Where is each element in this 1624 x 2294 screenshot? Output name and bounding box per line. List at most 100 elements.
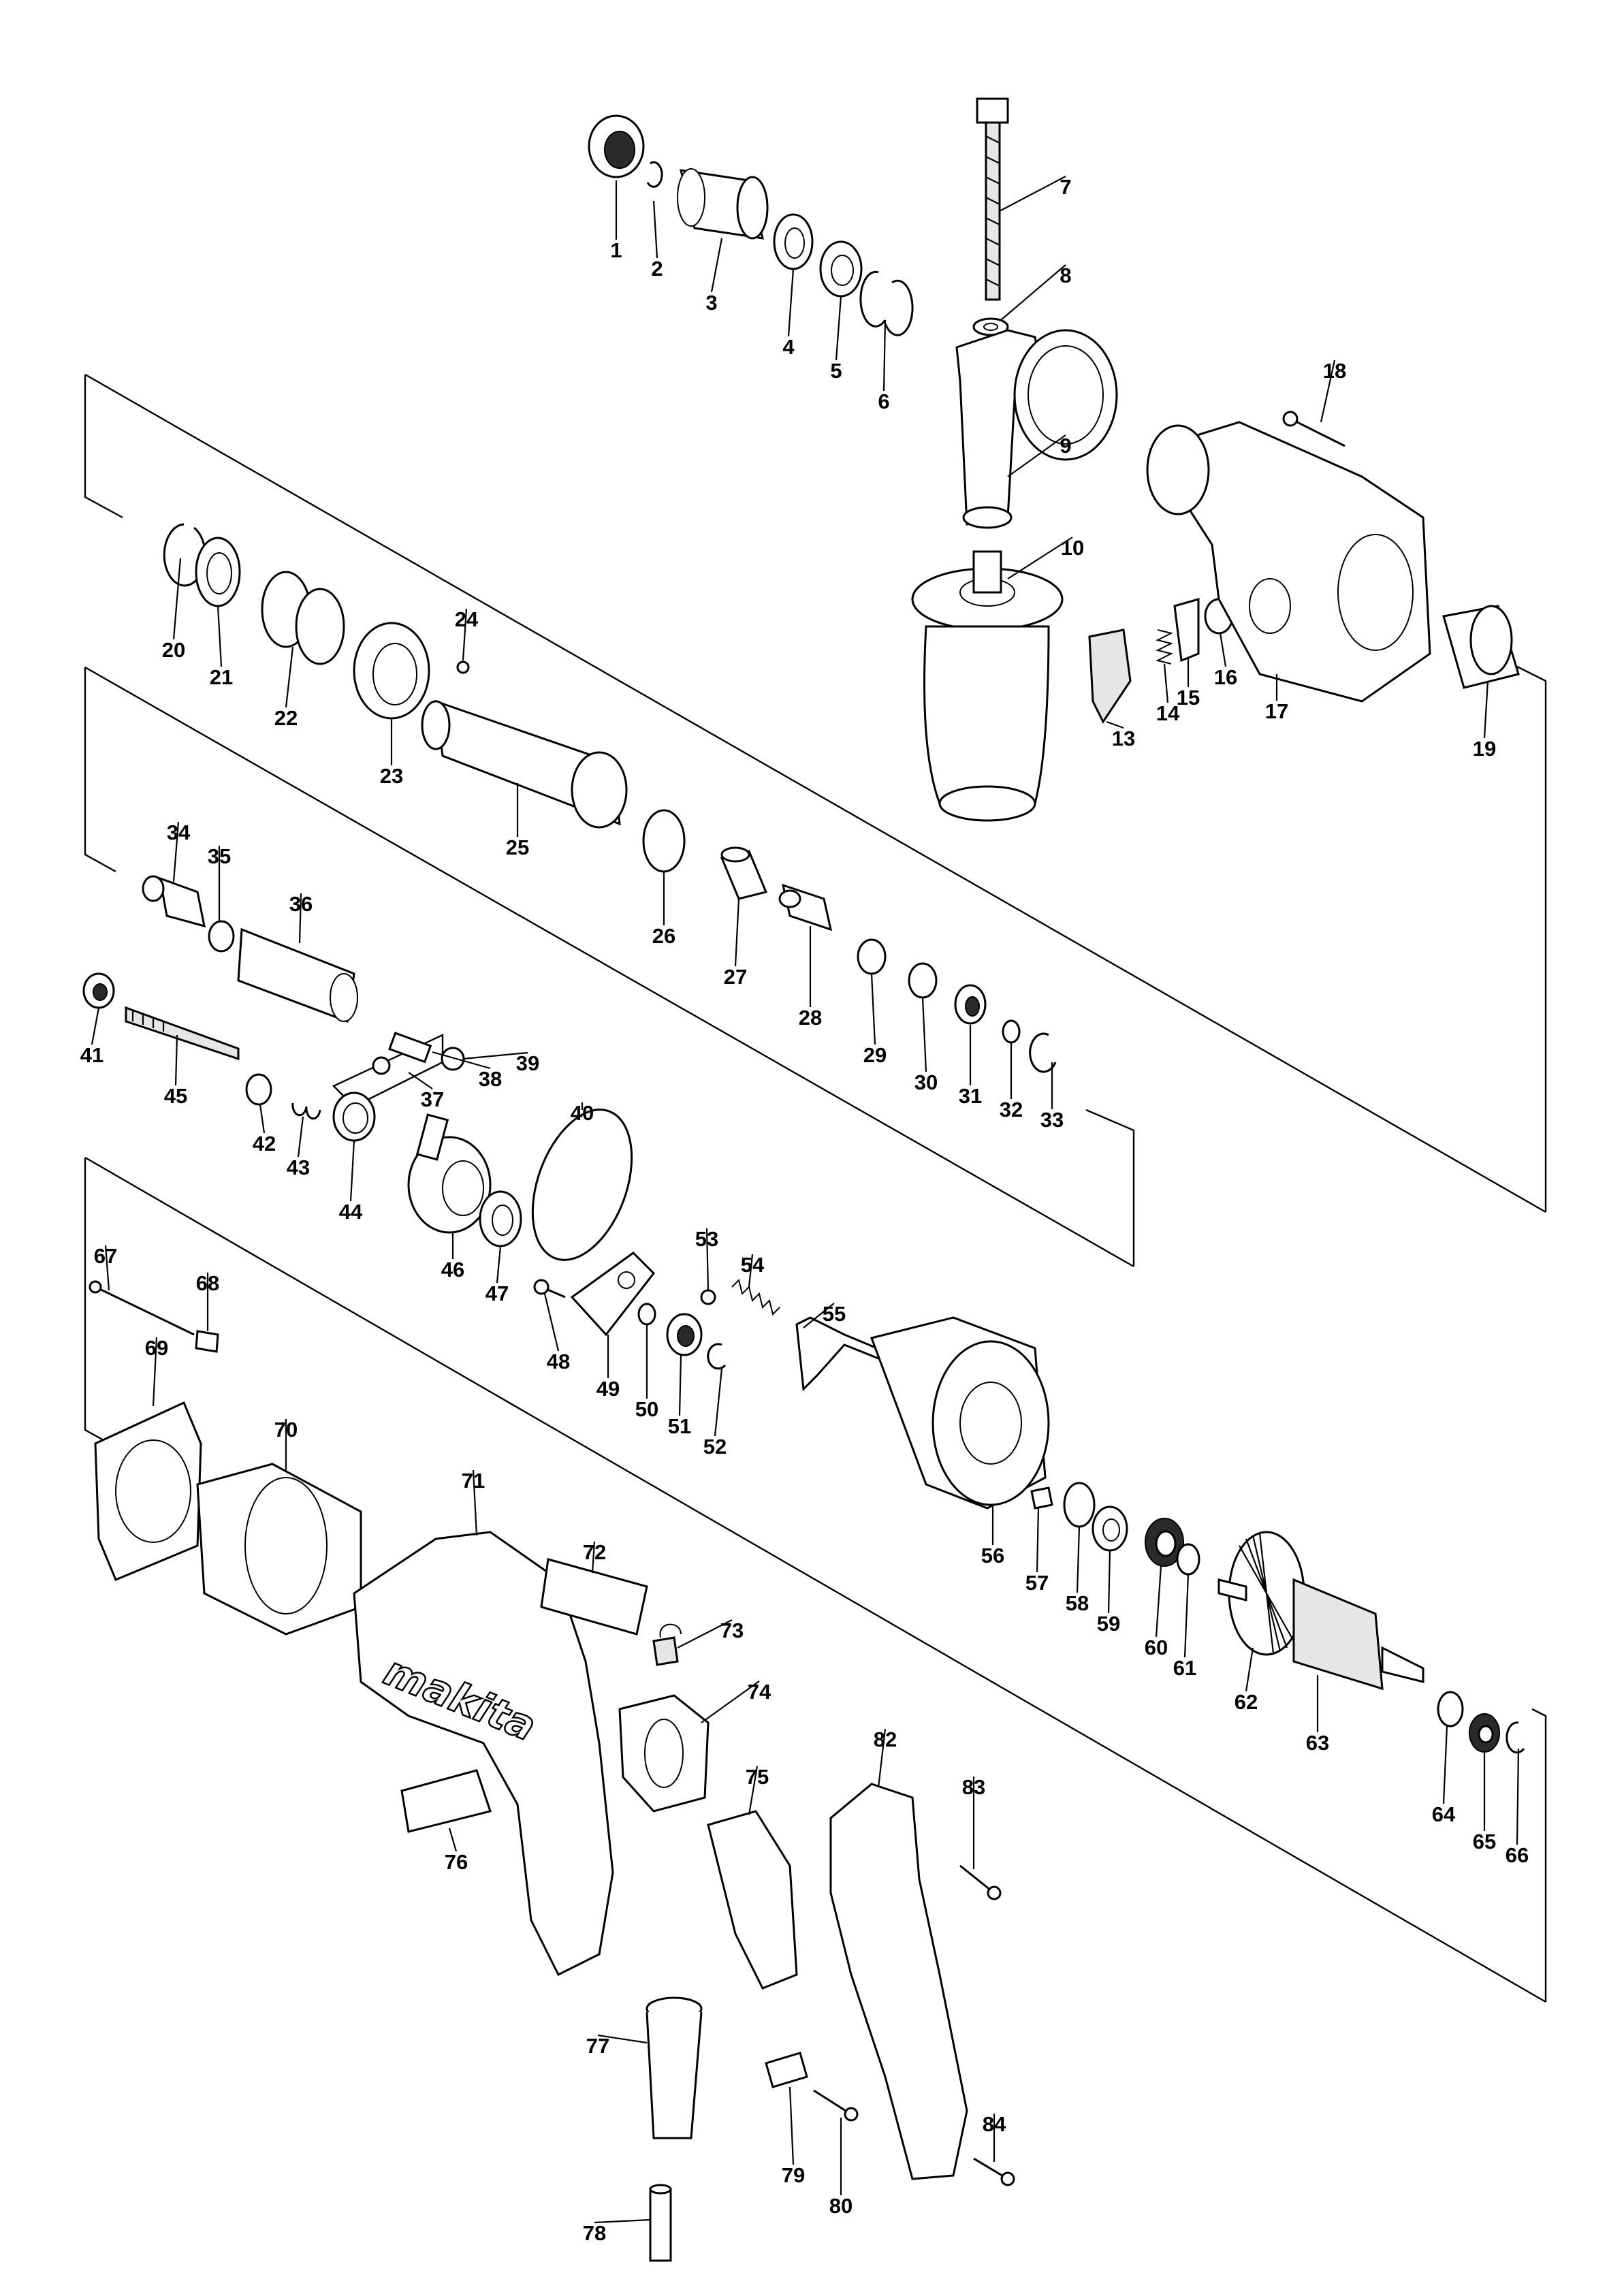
part-73-carbon-brush [652,1623,682,1666]
part-66-ring [1506,1721,1525,1754]
part-27-sleeve [720,846,768,900]
part-37-pin [372,1056,391,1075]
part-28-striker [778,883,833,931]
part-47-gear [479,1190,522,1247]
part-label-18: 18 [1323,359,1346,383]
leader-line-27 [734,898,740,967]
part-35-o-ring [208,920,235,953]
part-label-75: 75 [746,1765,769,1789]
leader-line-2 [652,200,658,259]
part-label-51: 51 [668,1414,691,1438]
part-label-13: 13 [1112,727,1135,750]
part-24-steel-ball [456,660,470,674]
part-label-74: 74 [748,1680,771,1704]
part-label-36: 36 [289,892,313,916]
part-31-ring [954,984,987,1025]
part-label-52: 52 [703,1435,727,1459]
part-label-28: 28 [799,1006,822,1030]
leader-line-73 [677,1619,733,1648]
leader-line-9 [1007,434,1066,477]
part-label-2: 2 [651,257,663,281]
leader-line-47 [496,1245,502,1284]
leader-line-20 [172,558,182,640]
part-74-brush-holder [618,1694,710,1813]
part-label-69: 69 [145,1336,168,1360]
part-label-17: 17 [1265,699,1288,723]
part-70-field [196,1463,362,1636]
part-label-70: 70 [274,1418,298,1441]
part-label-82: 82 [874,1727,897,1751]
part-45-intermediate-shaft [125,1006,240,1061]
part-25-tool-holder [421,699,628,829]
part-17-gear-housing [1146,421,1431,703]
leader-line-48 [543,1293,560,1352]
leader-line-51 [678,1354,682,1416]
part-84-screw [973,2157,1015,2186]
part-label-63: 63 [1306,1731,1329,1755]
part-label-55: 55 [823,1302,846,1326]
leader-line-4 [787,268,795,337]
part-52-retaining-ring [707,1343,727,1370]
leader-line-38 [432,1051,491,1070]
part-40-o-ring [531,1109,633,1261]
leader-line-30 [921,997,927,1072]
part-label-7: 7 [1060,175,1071,199]
part-58-washer [1063,1482,1096,1528]
part-label-65: 65 [1473,1830,1496,1853]
part-3-sleeve [677,168,769,240]
leader-line-54 [748,1254,754,1288]
part-label-66: 66 [1506,1843,1529,1867]
part-75-switch [707,1810,798,1990]
part-label-53: 53 [695,1227,718,1251]
part-42-washer [245,1073,272,1106]
part-label-1: 1 [610,238,622,262]
part-21-ring-nut [195,537,241,607]
part-41-bearing [82,972,115,1009]
part-label-54: 54 [741,1253,765,1277]
part-54-spring [731,1279,780,1316]
part-label-47: 47 [485,1281,509,1305]
leader-line-21 [217,605,223,667]
part-49-plate [570,1252,655,1337]
part-label-38: 38 [479,1067,502,1091]
leader-line-64 [1442,1725,1448,1804]
part-18-screw [1282,411,1346,447]
part-label-4: 4 [782,335,795,359]
part-label-78: 78 [583,2221,606,2245]
leader-line-19 [1483,680,1489,739]
part-77-sleeve [646,1996,703,2139]
part-label-61: 61 [1173,1656,1196,1680]
leader-line-52 [714,1368,723,1437]
leader-line-45 [174,1034,178,1086]
part-label-60: 60 [1145,1636,1168,1659]
part-label-57: 57 [1025,1571,1049,1595]
part-label-32: 32 [1000,1098,1023,1121]
part-53-nut [700,1289,716,1305]
part-78-pipe [649,2184,672,2262]
part-number-labels: 1234567891013141516171819202122232425262… [80,175,1529,2245]
leader-line-62 [1245,1647,1254,1692]
part-label-31: 31 [959,1084,982,1108]
part-label-25: 25 [506,835,529,859]
part-label-64: 64 [1432,1802,1456,1826]
part-label-58: 58 [1066,1591,1089,1615]
leader-line-59 [1107,1550,1111,1614]
leader-line-76 [448,1828,458,1852]
part-65-bearing [1469,1713,1500,1753]
leader-line-78 [594,2218,651,2224]
part-46-swash-bearing [407,1113,492,1234]
part-4-washer [773,213,814,270]
part-79-lock-button [765,2052,808,2088]
part-label-42: 42 [253,1132,276,1156]
leader-line-72 [591,1541,596,1574]
part-76-label [400,1769,492,1833]
part-label-29: 29 [863,1043,887,1067]
part-23-clutch-ring [353,622,430,720]
part-55-change-lever-plate [795,1316,887,1392]
part-label-80: 80 [829,2194,853,2218]
leader-line-10 [1007,537,1073,579]
part-label-27: 27 [724,965,747,989]
leader-line-71 [472,1469,478,1536]
part-label-40: 40 [571,1101,594,1125]
part-label-26: 26 [652,924,675,948]
